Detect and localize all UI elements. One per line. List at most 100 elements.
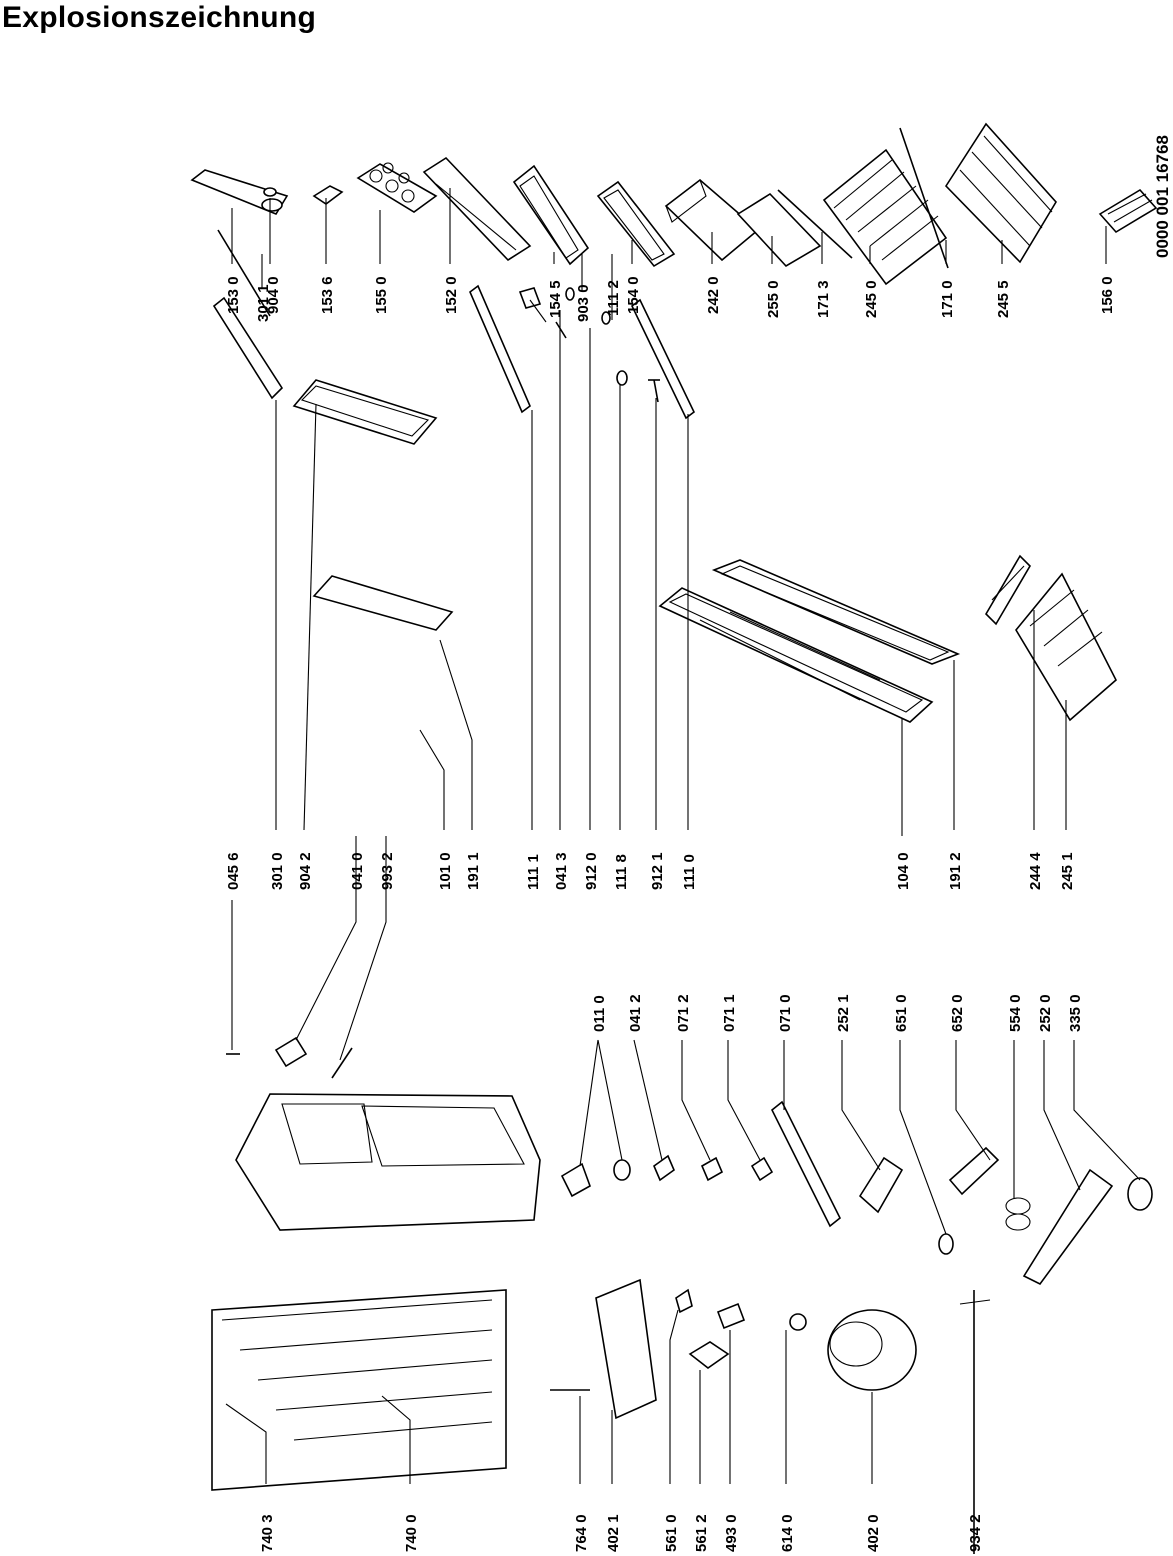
label-154-0: 154 0: [625, 276, 642, 314]
large-wire-shelf-drawing: [1015, 572, 1117, 722]
label-171-0: 171 0: [939, 280, 956, 318]
label-011-0: 011 0: [591, 995, 608, 1032]
label-041-3: 041 3: [553, 852, 570, 890]
label-153-6: 153 6: [319, 276, 336, 314]
label-041-2: 041 2: [627, 994, 644, 1032]
relay-drawing: [948, 1146, 1000, 1196]
freezer-door-drawing: [292, 379, 438, 445]
pin-drawing: [555, 321, 567, 339]
label-740-3: 740 3: [259, 1514, 276, 1552]
lamp-holder-drawing: [560, 1162, 591, 1198]
bracket-drawing: [274, 1036, 308, 1068]
shelf-trim-drawing: [777, 189, 853, 259]
label-111-1: 111 1: [525, 854, 542, 890]
wire-shelf-drawing: [822, 148, 948, 286]
clip-drawing: [312, 185, 344, 205]
label-912-1: 912 1: [649, 852, 666, 890]
label-245-5: 245 5: [995, 280, 1012, 318]
label-764-0: 764 0: [573, 1514, 590, 1552]
label-493-0: 493 0: [723, 1514, 740, 1552]
label-301-0: 301 0: [269, 852, 286, 890]
door-shelf-medium-drawing: [596, 180, 676, 268]
label-561-2: 561 2: [693, 1514, 710, 1552]
door-shelf-large-drawing: [512, 164, 590, 266]
label-301-1: 301 1: [255, 284, 272, 322]
spacer-drawing: [616, 370, 628, 386]
spring-drawing: [1005, 1197, 1031, 1231]
ice-tray-drawing: [1098, 188, 1158, 234]
glass-shelf-drawing: [736, 192, 822, 268]
label-071-1: 071 1: [721, 994, 738, 1032]
label-335-0: 335 0: [1067, 994, 1084, 1032]
knob-drawing: [263, 187, 277, 197]
label-111-0: 111 0: [681, 854, 698, 890]
bulb-drawing: [938, 1233, 954, 1255]
label-154-5: 154 5: [547, 280, 564, 318]
label-402-1: 402 1: [605, 1514, 622, 1552]
label-245-1: 245 1: [1059, 852, 1076, 890]
label-740-0: 740 0: [403, 1514, 420, 1552]
label-244-4: 244 4: [1027, 852, 1044, 890]
cover-drawing: [750, 1156, 774, 1182]
cable-drawing: [331, 1047, 353, 1079]
label-242-0: 242 0: [705, 276, 722, 314]
leader-lines: [225, 188, 1141, 1484]
butter-shelf-drawing: [190, 169, 289, 215]
compressor-drawing: [827, 1309, 917, 1391]
label-071-2: 071 2: [675, 994, 692, 1032]
label-245-0: 245 0: [863, 280, 880, 318]
label-904-0: 904 0: [265, 276, 282, 314]
button-drawing: [700, 1156, 724, 1182]
relay-cover-drawing: [675, 1288, 693, 1314]
fridge-gasket-drawing: [711, 559, 961, 665]
label-252-1: 252 1: [835, 994, 852, 1032]
cap-drawing: [565, 287, 575, 301]
label-111-2: 111 2: [605, 280, 622, 316]
label-402-0: 402 0: [865, 1514, 882, 1552]
door-shelf-drawing: [422, 156, 532, 262]
label-111-8: 111 8: [613, 854, 630, 890]
control-panel-drawing: [1022, 1168, 1114, 1286]
label-252-0: 252 0: [1037, 994, 1054, 1032]
label-153-0: 153 0: [225, 276, 242, 314]
label-912-0: 912 0: [583, 852, 600, 890]
label-171-3: 171 3: [815, 280, 832, 318]
label-155-0: 155 0: [373, 276, 390, 314]
label-904-2: 904 2: [297, 852, 314, 890]
label-993-2: 993 2: [379, 852, 396, 890]
label-152-0: 152 0: [443, 276, 460, 314]
page-title: Explosionszeichnung: [2, 1, 317, 34]
wire-shelf-trim-drawing: [899, 127, 949, 269]
bushing-drawing: [601, 311, 611, 325]
label-651-0: 651 0: [893, 994, 910, 1032]
small-wire-shelf-drawing: [984, 554, 1032, 626]
label-191-2: 191 2: [947, 852, 964, 890]
condenser-drawing: [211, 1289, 507, 1491]
label-934-2: 934 2: [967, 1514, 984, 1552]
label-561-0: 561 0: [663, 1514, 680, 1552]
handle-drawing: [212, 296, 284, 400]
label-101-0: 101 0: [437, 852, 454, 890]
label-156-0: 156 0: [1099, 276, 1116, 314]
label-255-0: 255 0: [765, 280, 782, 318]
wire-basket-drawing: [944, 122, 1057, 264]
label-045-6: 045 6: [225, 852, 242, 890]
evaporator-tray-drawing: [595, 1278, 657, 1420]
light-switch-drawing: [653, 1154, 675, 1182]
label-554-0: 554 0: [1007, 994, 1024, 1032]
part-number-labels: 153 0 904 0 153 6 155 0 152 0 154 5 154 …: [225, 135, 1172, 1552]
grommet-drawing: [789, 1313, 807, 1331]
label-191-1: 191 1: [465, 852, 482, 890]
document-number: 0000 001 16768: [1153, 135, 1172, 258]
thermostat-housing-drawing: [858, 1156, 904, 1214]
freezer-gasket-drawing: [312, 575, 454, 631]
egg-tray-drawing: [356, 162, 438, 213]
door-strip-drawing: [630, 298, 696, 420]
starter-relay-drawing: [688, 1341, 730, 1369]
door-rail-drawing: [469, 284, 531, 414]
panel-drawing: [770, 1100, 842, 1228]
hinge-drawing: [518, 287, 547, 323]
part-drawings: [190, 122, 1158, 1554]
cabinet-drawing: [235, 1093, 541, 1231]
label-614-0: 614 0: [779, 1514, 796, 1552]
